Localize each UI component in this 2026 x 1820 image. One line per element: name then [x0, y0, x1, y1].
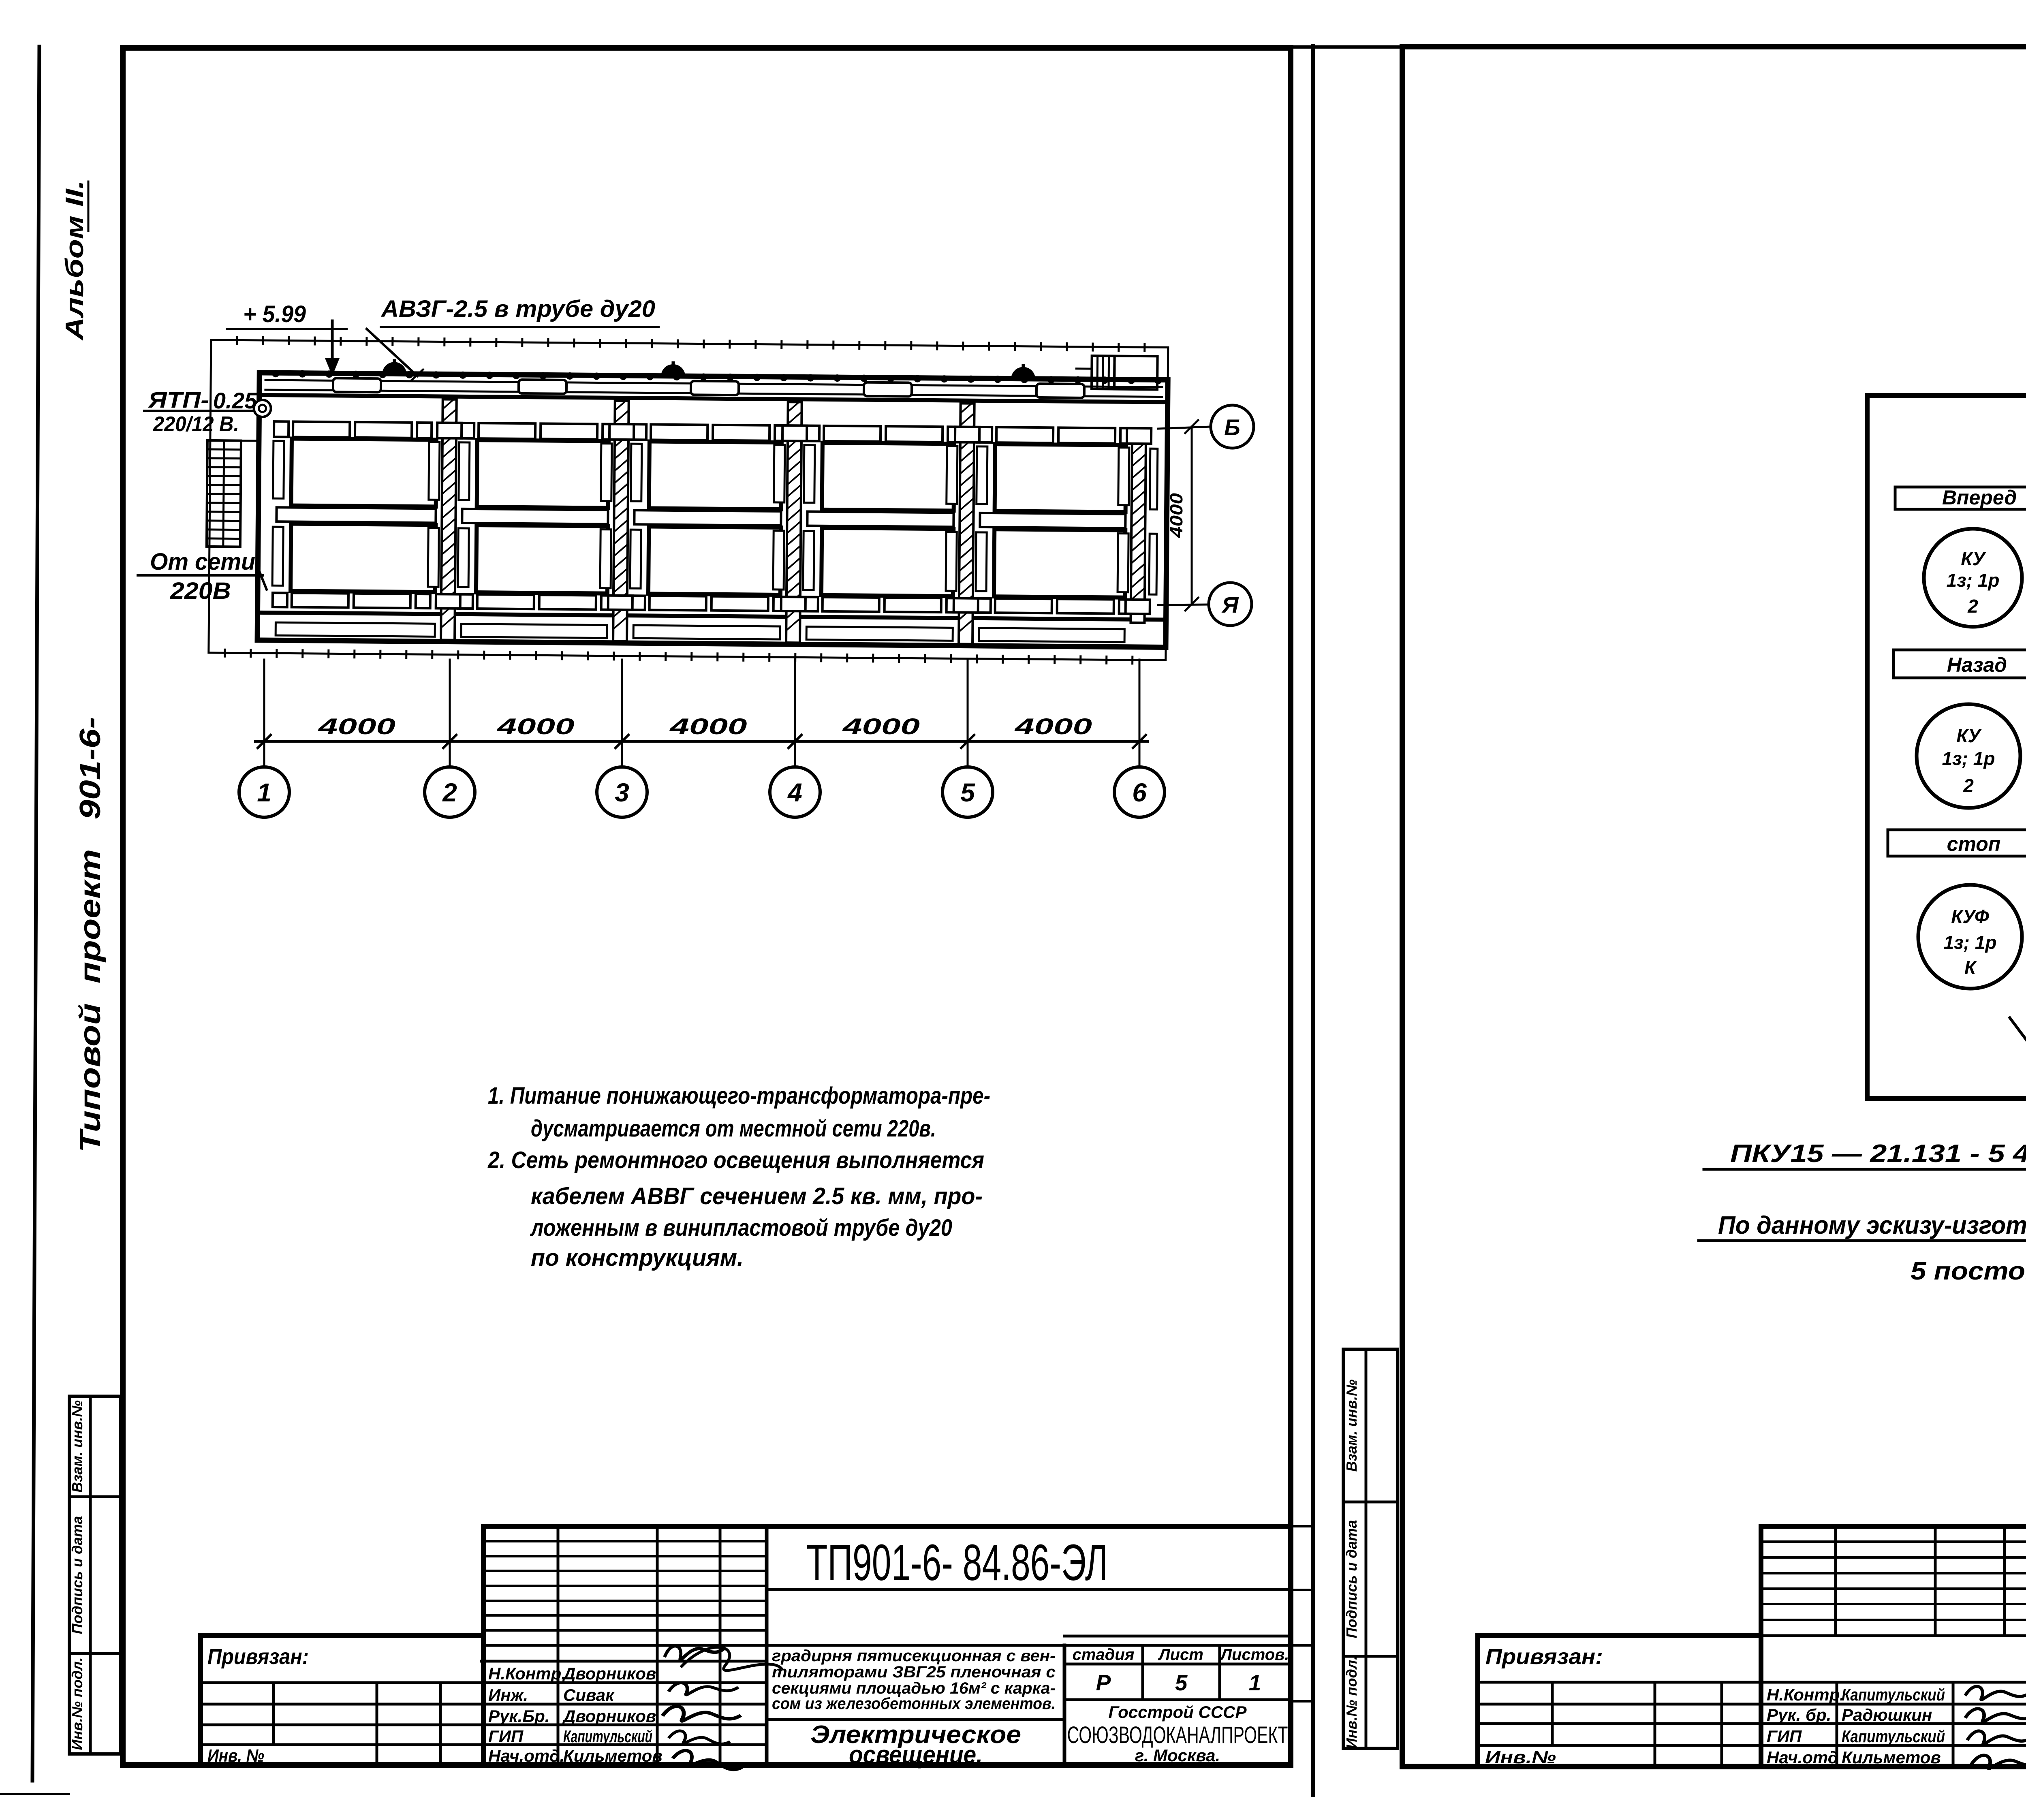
svg-text:4000: 4000 [497, 713, 575, 739]
svg-text:ГИП: ГИП [1767, 1727, 1802, 1746]
svg-text:Инв.№ подл.: Инв.№ подл. [69, 1657, 85, 1750]
svg-text:Я: Я [1221, 592, 1239, 617]
svg-text:Дворников: Дворников [562, 1664, 656, 1683]
svg-text:2: 2 [1967, 596, 1978, 617]
svg-text:2: 2 [442, 778, 457, 807]
svg-text:Госстрой СССР: Госстрой СССР [1108, 1703, 1247, 1722]
svg-text:Б: Б [1224, 414, 1240, 440]
svg-text:Капитульский: Капитульский [1842, 1685, 1945, 1704]
svg-text:сом из железобетонных элементо: сом из железобетонных элементов. [772, 1695, 1056, 1713]
svg-text:Рук. бр.: Рук. бр. [1767, 1705, 1831, 1724]
svg-text:Привязан:: Привязан: [207, 1645, 309, 1669]
svg-text:4000: 4000 [318, 713, 395, 739]
svg-text:КУ: КУ [1961, 548, 1986, 569]
svg-text:кабелем АВВГ сечением 2.5 кв.: кабелем АВВГ сечением 2.5 кв. мм, про- [531, 1183, 983, 1209]
svg-text:Типовой проект 901‑6‑: Типовой проект 901‑6‑ [74, 717, 107, 1153]
svg-text:ЯТП-: ЯТП- [147, 387, 209, 412]
svg-text:1з; 1р: 1з; 1р [1944, 932, 1997, 953]
svg-text:КУФ: КУФ [1951, 906, 1989, 927]
svg-text:6: 6 [1132, 778, 1147, 807]
svg-text:Кильметов: Кильметов [563, 1746, 663, 1765]
svg-text:0.25: 0.25 [213, 388, 257, 413]
svg-text:1: 1 [257, 778, 271, 807]
svg-text:Инв. №: Инв. № [207, 1746, 264, 1766]
svg-text:освещение.: освещение. [849, 1741, 983, 1769]
svg-text:Вперед: Вперед [1942, 486, 2017, 509]
svg-text:Привязан:: Привязан: [1485, 1645, 1603, 1669]
svg-text:Инж.: Инж. [488, 1685, 528, 1705]
svg-text:Рук.Бр.: Рук.Бр. [488, 1707, 549, 1726]
svg-text:Сивак: Сивак [563, 1685, 615, 1705]
svg-text:Инв.№: Инв.№ [1485, 1747, 1556, 1767]
svg-text:ложенным в винипластовой трубе: ложенным в винипластовой трубе ду20 [530, 1215, 952, 1241]
svg-text:Капитульский: Капитульский [563, 1727, 652, 1746]
svg-text:+ 5.99: + 5.99 [243, 301, 306, 327]
svg-text:3: 3 [615, 778, 629, 807]
svg-text:градирня пятисекционная с вен-: градирня пятисекционная с вен- [772, 1647, 1056, 1665]
svg-text:От сети: От сети [150, 549, 255, 575]
svg-text:АВЗГ-2.5 в трубе ду20: АВЗГ-2.5 в трубе ду20 [380, 296, 655, 322]
svg-text:Нач.отд.: Нач.отд. [488, 1746, 564, 1765]
svg-text:5: 5 [1175, 1670, 1188, 1695]
svg-text:по конструкциям.: по конструкциям. [531, 1245, 744, 1271]
svg-text:Листов.: Листов. [1220, 1646, 1289, 1664]
svg-text:1. Питание понижающего-трансфо: 1. Питание понижающего-трансформатора-пр… [488, 1083, 990, 1109]
svg-text:КУ: КУ [1956, 725, 1982, 746]
svg-text:К: К [1964, 957, 1977, 978]
svg-text:5: 5 [960, 778, 975, 807]
svg-text:ТП901-6- 84.86-ЭЛ: ТП901-6- 84.86-ЭЛ [806, 1534, 1108, 1591]
svg-text:1з; 1р: 1з; 1р [1942, 748, 1995, 769]
svg-text:4000: 4000 [1014, 713, 1092, 739]
svg-text:220В: 220В [170, 578, 231, 604]
svg-text:Альбом II.: Альбом II. [61, 180, 89, 342]
svg-text:дусматривается от местной сети: дусматривается от местной сети 220в. [531, 1115, 936, 1142]
svg-text:5 постов.: 5 постов. [1911, 1257, 2026, 1285]
svg-text:г. Москва.: г. Москва. [1135, 1746, 1220, 1765]
svg-text:Н.Контр.: Н.Контр. [1767, 1685, 1844, 1704]
svg-text:Н.Контр.: Н.Контр. [488, 1664, 566, 1683]
svg-text:Подпись и дата: Подпись и дата [1343, 1520, 1360, 1638]
svg-text:Дворников: Дворников [562, 1707, 656, 1726]
svg-text:Капитульский: Капитульский [1842, 1727, 1945, 1746]
svg-text:2: 2 [1963, 775, 1974, 796]
svg-text:Лист: Лист [1158, 1646, 1203, 1664]
svg-text:4000: 4000 [669, 713, 747, 739]
svg-text:Подпись и дата: Подпись и дата [69, 1516, 85, 1634]
svg-text:Назад: Назад [1947, 654, 2007, 676]
svg-text:Нач.отд: Нач.отд [1767, 1748, 1838, 1767]
svg-text:По данному эскизу-изготовить: По данному эскизу-изготовить [1718, 1211, 2026, 1239]
svg-text:Радюшкин: Радюшкин [1842, 1705, 1932, 1724]
svg-text:4000: 4000 [1167, 493, 1186, 538]
svg-text:СОЮЗВОДОКАНАЛПРОЕКТ: СОЮЗВОДОКАНАЛПРОЕКТ [1067, 1722, 1288, 1748]
svg-text:1з; 1р: 1з; 1р [1947, 570, 2000, 591]
svg-text:1: 1 [1249, 1670, 1261, 1695]
svg-text:4000: 4000 [842, 713, 920, 739]
svg-text:Кильметов: Кильметов [1842, 1748, 1941, 1767]
svg-text:ГИП: ГИП [488, 1727, 524, 1746]
svg-text:ПКУ15 — 21.131 - 5 4У2: ПКУ15 — 21.131 - 5 4У2 [1730, 1140, 2026, 1168]
svg-text:4: 4 [787, 778, 802, 807]
svg-text:220/12 В.: 220/12 В. [153, 412, 239, 436]
svg-text:2. Сеть ремонтного освещения: 2. Сеть ремонтного освещения выполняется [487, 1147, 984, 1173]
svg-text:стоп: стоп [1947, 833, 2001, 855]
svg-text:Взам. инв.№: Взам. инв.№ [69, 1400, 85, 1493]
svg-text:Взам. инв.№: Взам. инв.№ [1343, 1380, 1360, 1472]
svg-text:Инв.№ подл.: Инв.№ подл. [1343, 1656, 1360, 1749]
svg-text:тиляторами ЗВГ25 пленочная с: тиляторами ЗВГ25 пленочная с [772, 1663, 1056, 1681]
svg-text:Р: Р [1096, 1670, 1111, 1695]
svg-text:стадия: стадия [1073, 1646, 1135, 1664]
